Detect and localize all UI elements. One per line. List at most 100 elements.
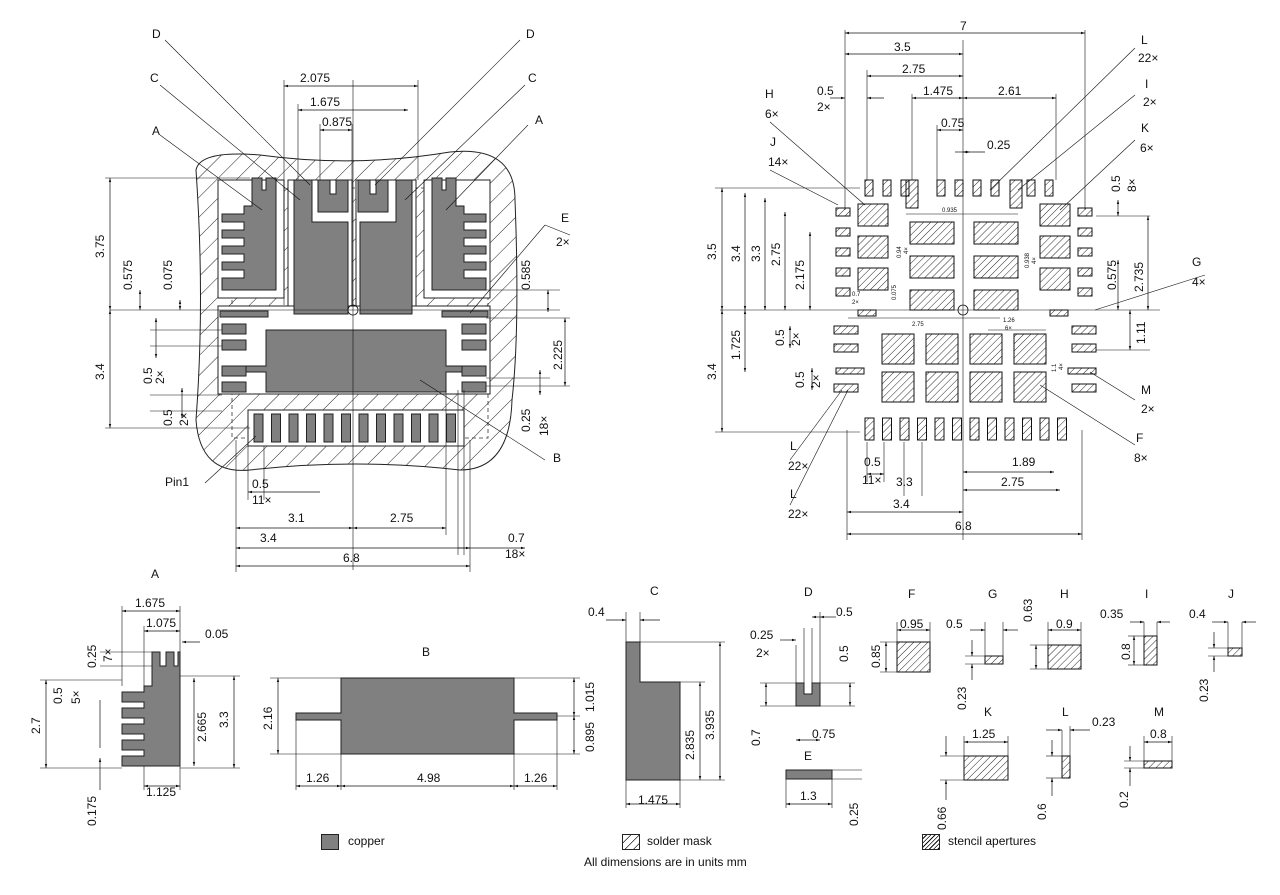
detail-h-aperture [1047,644,1082,670]
dim-31: 3.1 [288,511,305,525]
pad-c-left [293,179,349,315]
aperture-f [1013,333,1047,365]
callout-k-count: 6× [1140,141,1154,155]
detail-j-title: J [1228,587,1234,601]
callout-d-right: D [526,27,535,41]
rv-dim-33-bottom: 3.3 [896,475,913,489]
rv-dim-35: 3.5 [894,40,911,54]
detail-m-aperture [1143,760,1173,769]
detail-j-04: 0.4 [1189,607,1206,621]
detail-b: B 2.16 1.26 4.98 1.26 1.015 0.895 [261,645,597,790]
detail-i-08: 0.8 [1119,643,1133,660]
aperture-k [973,255,1019,279]
detail-f-aperture [896,641,931,673]
detail-a-05: 0.5 [51,687,65,704]
detail-c-3935: 3.935 [703,710,717,740]
units-note: All dimensions are in units mm [584,855,747,869]
detail-b-1015: 1.015 [583,682,597,712]
detail-h-title: H [1060,587,1069,601]
detail-l-title: L [1062,705,1069,719]
callout-k: K [1141,121,1149,135]
detail-k-125: 1.25 [972,727,996,741]
detail-g-aperture [984,655,1004,665]
stencil-bottom-row [864,417,1067,441]
aperture-h [857,267,889,291]
dim-375: 3.75 [93,234,107,258]
pad-a-left [221,177,277,291]
aperture-l [1022,417,1032,441]
side-pad [221,339,247,351]
detail-a-025-count: 7× [101,648,115,662]
dim-68-left: 6.8 [343,551,360,565]
detail-j: J 0.4 0.23 [1189,587,1256,702]
rv-dim-261: 2.61 [998,84,1022,98]
side-pad [461,339,487,351]
rv-small-275: 2.75 [912,322,924,328]
aperture-l [917,417,927,441]
rv-dim-05: 0.5 [817,84,834,98]
rv-dim-05-left-a-count: 2× [789,332,803,346]
dim-05-bottom-count: 11× [252,493,271,507]
detail-d-075: 0.75 [812,727,836,741]
detail-d-05-top: 0.5 [836,605,853,619]
aperture-l [990,179,1000,197]
aperture-m [1067,367,1097,375]
detail-c-title: C [650,584,659,598]
rv-small-11: 1.1 [1052,363,1058,372]
aperture-j [1077,267,1093,277]
legend-copper-label: copper [348,834,385,848]
rv-dim-2175: 2.175 [793,260,807,290]
rv-dim-275-bottom: 2.75 [1001,475,1025,489]
bottom-pad [358,413,369,443]
bottom-pad [271,413,281,443]
detail-g-05: 0.5 [946,617,963,631]
detail-d: D 0.25 2× 0.5 0.5 0.7 0.75 [749,585,855,746]
dim-05-left-b: 0.5 [161,409,175,426]
detail-d-pad [795,682,821,707]
detail-c: C 0.4 2.835 3.935 1.475 [588,584,725,808]
callout-a-right: A [535,113,543,127]
aperture-h [857,235,889,259]
aperture-l [882,179,892,197]
aperture-j [835,227,851,237]
aperture-k [909,255,955,279]
aperture-l [864,179,874,197]
aperture-j [835,287,851,297]
callout-l-bottom-a-count: 22× [788,459,808,473]
callout-f-count: 8× [1134,451,1148,465]
detail-j-aperture [1227,647,1243,657]
aperture-j [1077,287,1093,297]
aperture-l [1004,417,1015,441]
pad-e-right [441,310,489,318]
detail-a-1075: 1.075 [146,616,176,630]
detail-f-095: 0.95 [900,617,924,631]
aperture-l [833,383,859,393]
dim-2075: 2.075 [300,71,330,85]
legend-solder-mask-swatch [622,834,640,850]
dim-05-left-a-count: 2× [153,370,167,384]
detail-j-023: 0.23 [1197,678,1211,702]
detail-m-02: 0.2 [1117,791,1131,808]
callout-c-right: C [528,71,537,85]
detail-a-0175: 0.175 [85,796,99,826]
detail-h-09: 0.9 [1056,617,1073,631]
detail-d-05-side: 0.5 [837,645,851,662]
rv-dim-111: 1.11 [1134,321,1148,344]
detail-k-aperture [963,755,1009,781]
detail-g-title: G [988,587,997,601]
detail-k: K 1.25 0.66 [935,705,1009,830]
aperture-h [1039,235,1071,259]
dim-34-left: 3.4 [93,363,107,380]
detail-d-title: D [804,585,813,599]
rv-dim-2735: 2.735 [1132,262,1146,292]
aperture-l [833,343,859,353]
aperture-f [1013,371,1047,403]
detail-b-498: 4.98 [417,771,441,785]
detail-b-126-left: 1.26 [306,771,330,785]
callout-a-left: A [152,124,160,138]
callout-h: H [765,87,774,101]
aperture-j [835,267,851,277]
bottom-pads-left-view [253,413,456,443]
detail-m-08: 0.8 [1150,727,1167,741]
